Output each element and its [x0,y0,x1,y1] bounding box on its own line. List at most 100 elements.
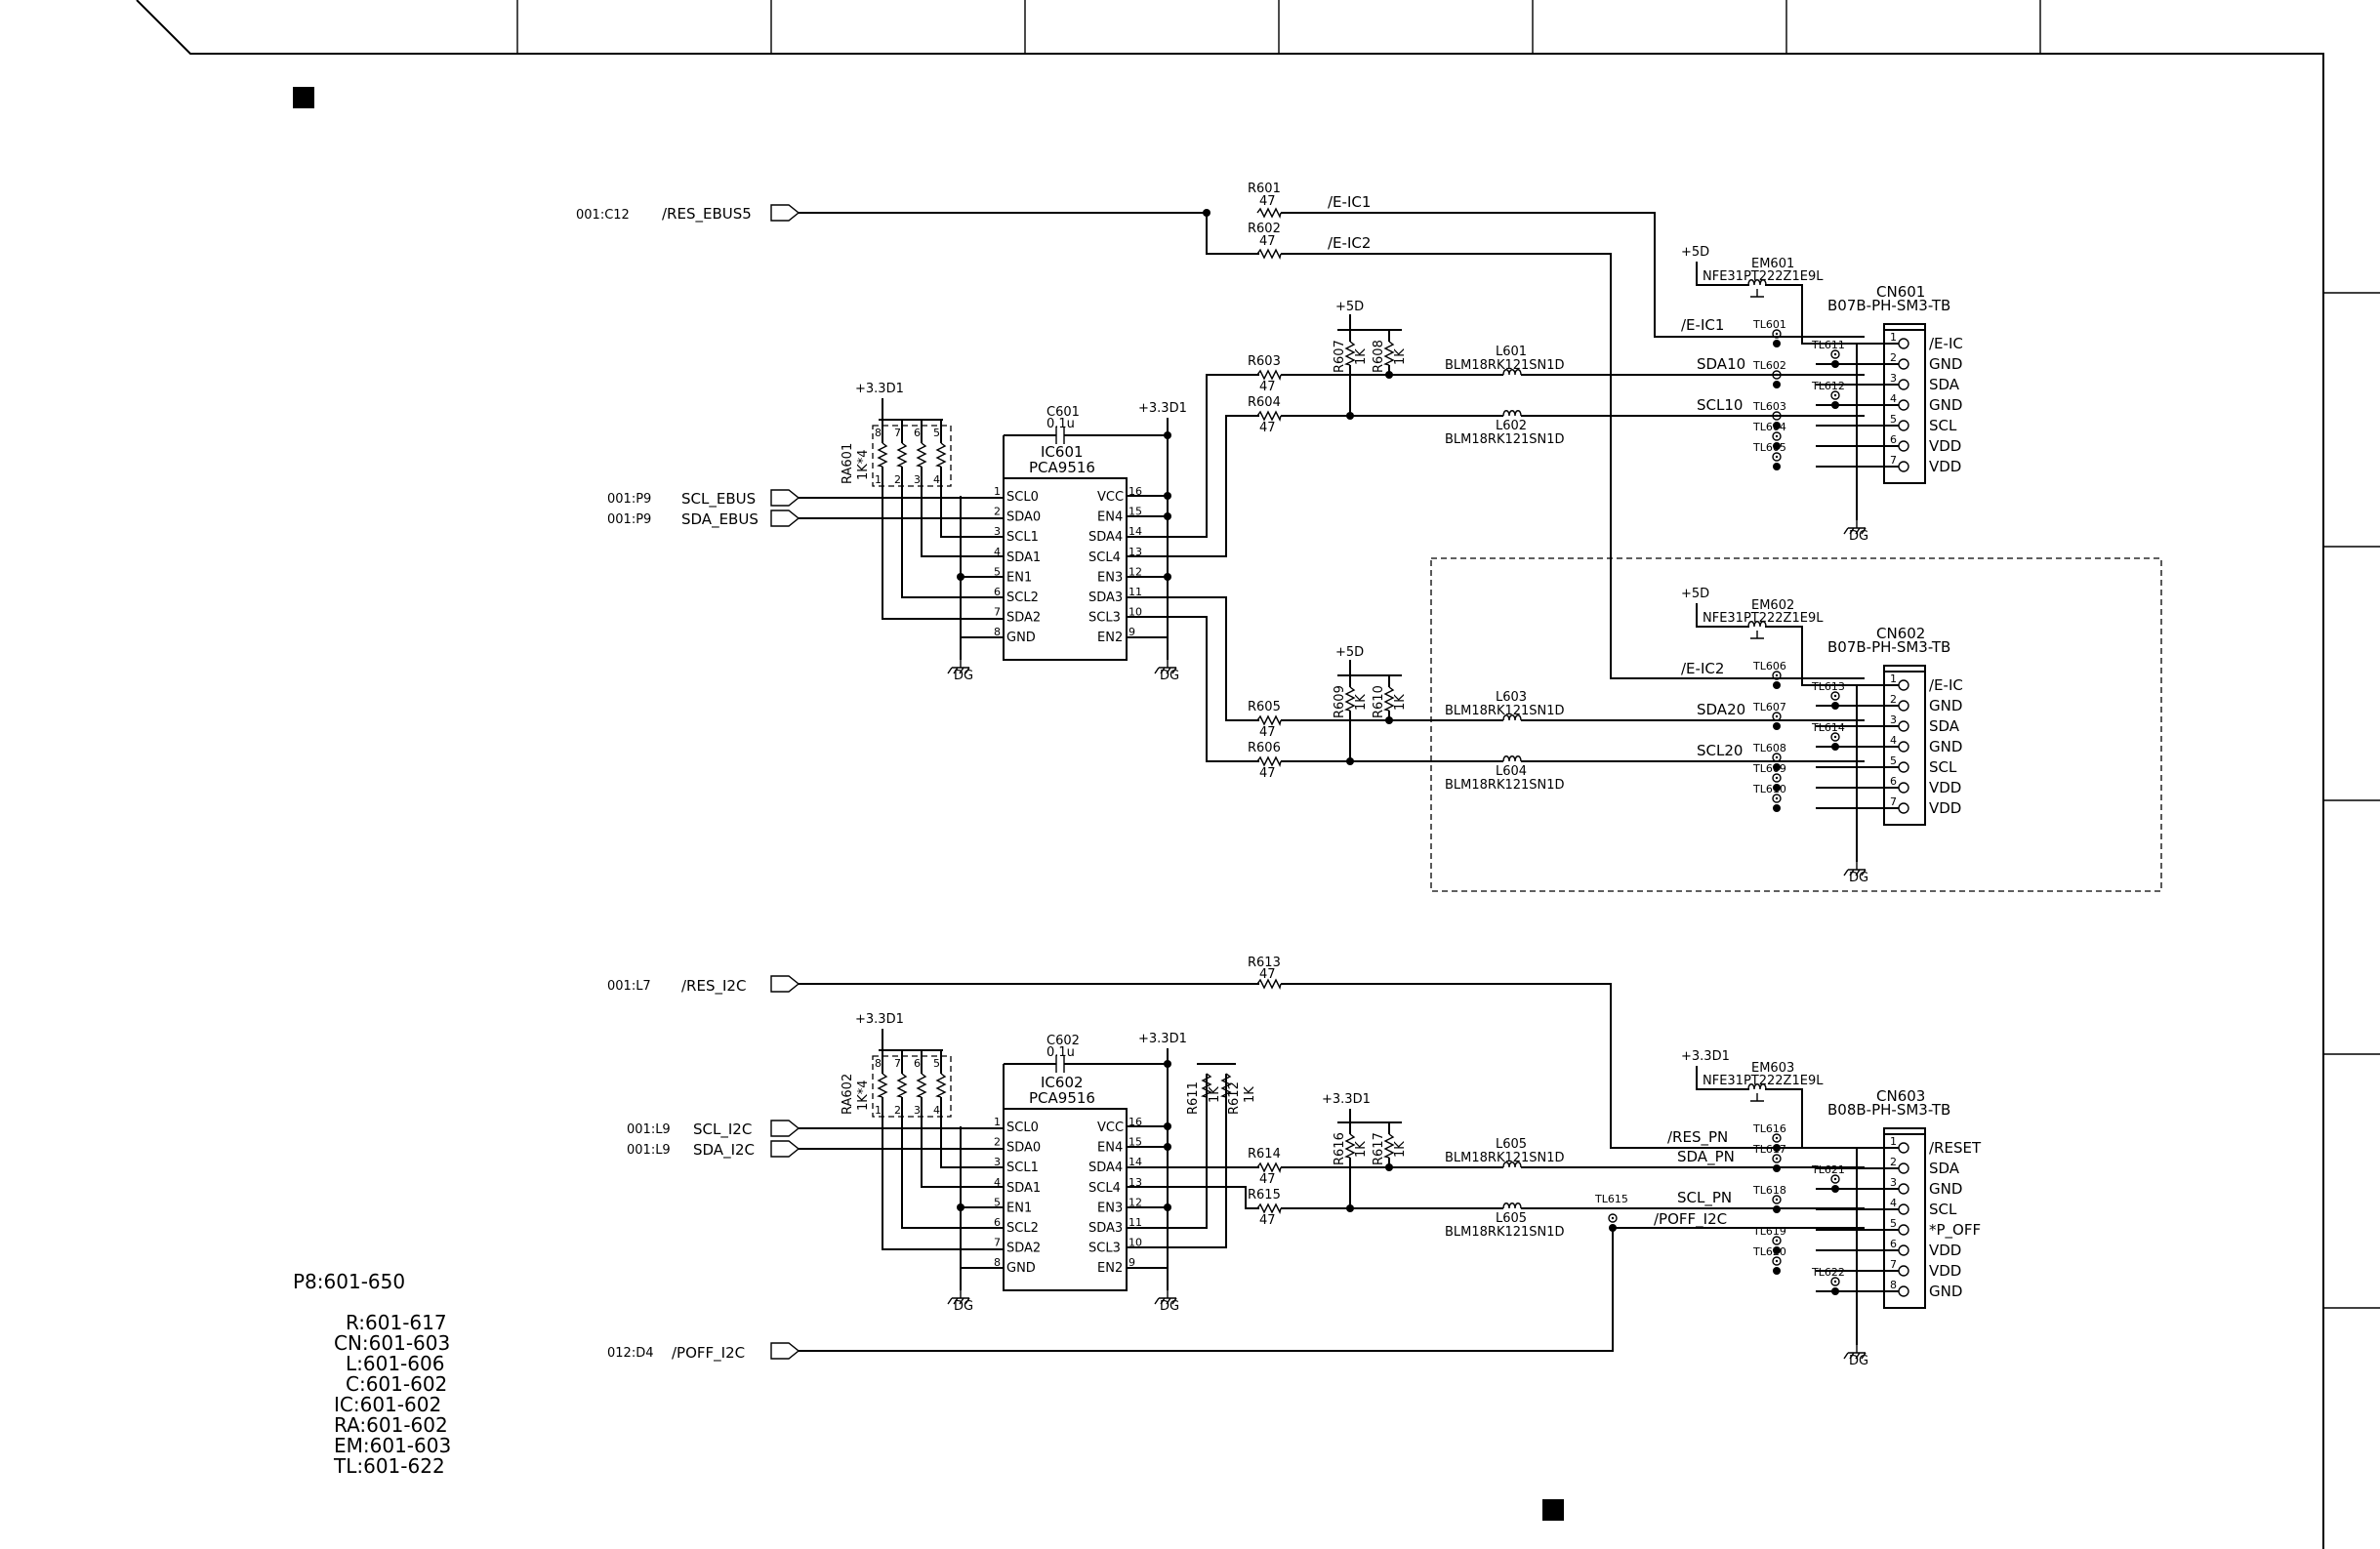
ra602-pin: 7 [894,1057,901,1070]
legend-line: L:601-606 [346,1352,444,1375]
l605-ref: L605 [1496,1137,1527,1152]
ic-pin-name: EN4 [1097,510,1123,525]
ic-pin-num: 15 [1128,1136,1142,1149]
ic-pin-num: 4 [994,546,1001,558]
scl-ebus-label: SCL_EBUS [681,490,756,509]
ic602-gnd-label: DG [954,1299,973,1314]
ra602-pin: 5 [933,1057,940,1070]
ic-pin-num: 4 [994,1176,1001,1189]
r609-supply: +5D [1335,645,1364,660]
ic-pin-num: 13 [1128,546,1142,558]
legend-line: EM:601-603 [334,1434,451,1457]
ra601-pin: 5 [933,427,940,439]
ic-pin-num: 14 [1128,1156,1142,1168]
r610-value: 1K [1393,694,1408,711]
r605-ref: R605 [1248,700,1281,714]
cn-value: B08B-PH-SM3-TB [1827,1101,1950,1119]
cn-pin-num: 5 [1890,754,1897,767]
ra601-pin: 4 [933,473,940,486]
tp-label: TL604 [1752,421,1786,433]
res-i2c-label: /RES_I2C [681,977,746,996]
r608-ref: R608 [1372,340,1386,373]
ra601-pin: 8 [875,427,882,439]
tp-label: TL620 [1752,1245,1786,1258]
ic-pin-num: 5 [994,1196,1001,1208]
r610-ref: R610 [1372,685,1386,718]
ic-pin-name: EN3 [1097,1201,1123,1215]
r609-ref: R609 [1333,685,1347,718]
cn-pin-num: 2 [1890,693,1897,706]
ic-pin-name: SCL1 [1006,1161,1039,1175]
tp-label: TL618 [1752,1184,1786,1197]
l604-value: BLM18RK121SN1D [1445,778,1565,793]
cn-pin-label: /E-IC [1929,676,1963,694]
cn-pin-num: 7 [1890,454,1897,467]
legend-line: CN:601-603 [334,1331,450,1355]
l604-ref: L604 [1496,764,1527,779]
ic-pin-name: SCL2 [1006,591,1039,605]
ic-pin-name: SDA3 [1088,1221,1123,1236]
cn-pin-num: 6 [1890,775,1897,788]
r603-value: 47 [1259,380,1276,394]
r617-value: 1K [1393,1141,1408,1158]
ra601-pin: 6 [914,427,921,439]
ra601-pin: 7 [894,427,901,439]
ic-pin-name: SCL2 [1006,1221,1039,1236]
res-i2c-port: 001:L7 /RES_I2C [607,975,800,996]
tp-label: TL619 [1752,1225,1786,1238]
r603-ref: R603 [1248,354,1281,369]
cn602: +5DEM602NFE31PT222Z1E9LCN602B07B-PH-SM3-… [1681,587,1963,885]
net-sda-pn: SDA_PN [1677,1148,1735,1166]
net-sda10: SDA10 [1697,355,1745,373]
tp-label: TL609 [1752,762,1786,775]
sda-ebus-port: 001:P9 SDA_EBUS [607,510,800,529]
r611-ref: R611 [1186,1081,1201,1115]
ic-pin-num: 1 [994,485,1001,498]
cn-gnd-label: DG [1849,1354,1868,1368]
cn-pin-label: VDD [1929,1242,1961,1259]
r613-ref: R613 [1248,956,1281,970]
cn-supply: +5D [1681,245,1709,260]
c602-value: 0.1u [1046,1045,1075,1060]
r615-ref: R615 [1248,1188,1281,1203]
ic-pin-name: SDA3 [1088,591,1123,605]
cn-ref: CN602 [1876,625,1925,642]
ic-pin-num: 16 [1128,485,1142,498]
scl-i2c-ref: 001:L9 [627,1122,671,1137]
tp-label: TL606 [1752,660,1786,673]
l603-ref: L603 [1496,690,1527,705]
net-e-ic1-cn: /E-IC1 [1681,316,1724,334]
r616-value: 1K [1354,1141,1369,1158]
ic601-en2-gnd-label: DG [1160,669,1179,683]
net-sda20: SDA20 [1697,701,1745,718]
cn-supply: +3.3D1 [1681,1049,1730,1064]
ic-pin-name: SDA0 [1006,1141,1041,1156]
c601-value: 0.1u [1046,417,1075,431]
r611-value: 1K [1208,1086,1222,1103]
r616-ref: R616 [1333,1132,1347,1165]
r606-ref: R606 [1248,741,1281,755]
tp-label: TL603 [1752,400,1786,413]
scl-i2c-label: SCL_I2C [693,1121,752,1139]
ic-pin-name: SCL0 [1006,490,1039,505]
ic-pin-num: 1 [994,1116,1001,1128]
cn-gnd-label: DG [1849,871,1868,885]
tp-label: TL616 [1752,1122,1786,1135]
cn-pin-label: VDD [1929,458,1961,475]
l601-ref: L601 [1496,345,1527,359]
ic602-value: PCA9516 [1029,1089,1095,1107]
ic-pin-num: 8 [994,626,1001,638]
cn-pin-label: GND [1929,697,1962,714]
cn-pin-num: 6 [1890,1238,1897,1250]
ra602-pin: 3 [914,1104,921,1117]
tp-label: TL621 [1811,1163,1845,1176]
em-value: NFE31PT222Z1E9L [1703,269,1824,284]
l606-ref: L605 [1496,1211,1527,1226]
ic601-value: PCA9516 [1029,459,1095,476]
ic-pin-num: 7 [994,606,1001,619]
cn-pin-label: VDD [1929,1262,1961,1280]
net-e-ic2-cn: /E-IC2 [1681,660,1724,677]
net-scl20: SCL20 [1697,742,1743,759]
ic-pin-name: SDA4 [1088,530,1123,545]
